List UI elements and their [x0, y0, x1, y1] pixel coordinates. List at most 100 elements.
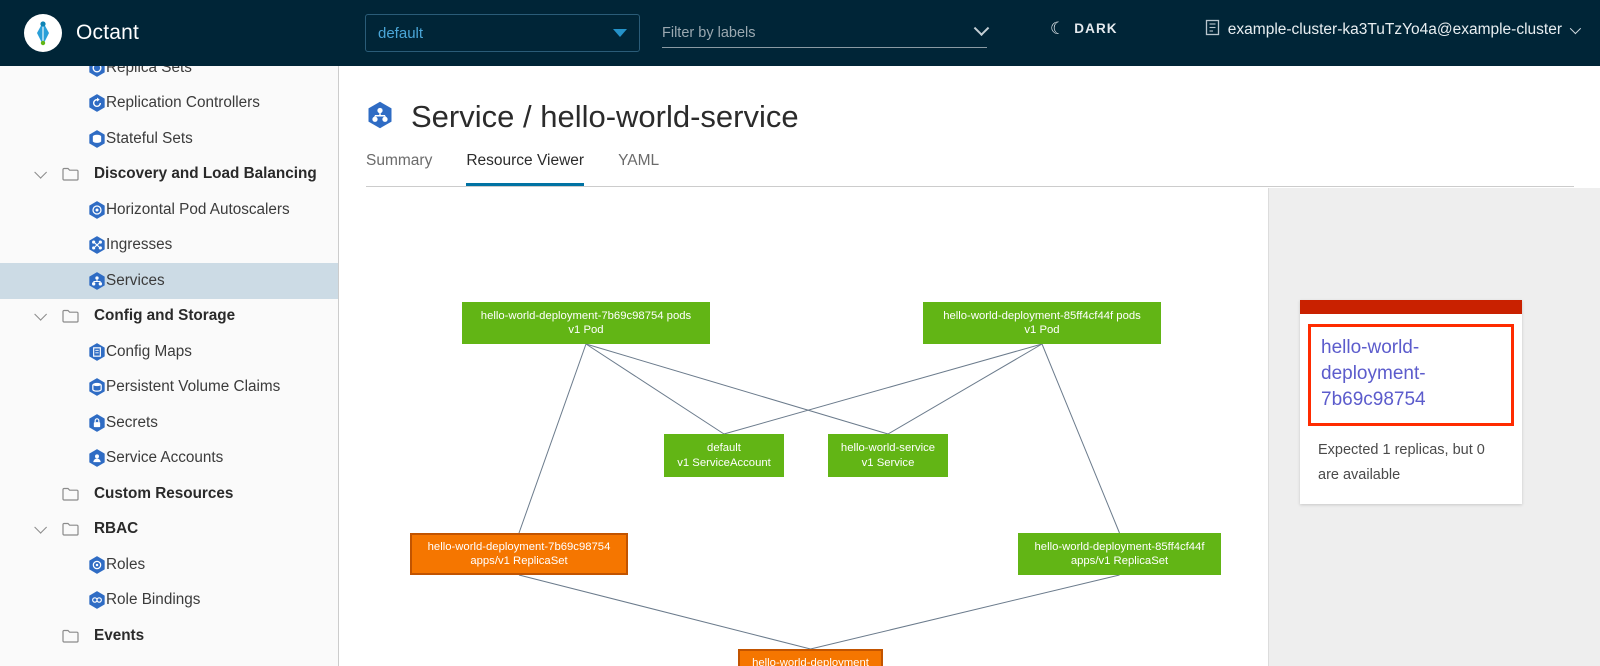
status-message: Expected 1 replicas, but 0 are available — [1318, 442, 1485, 483]
graph-node-serviceaccount[interactable]: default v1 ServiceAccount — [664, 434, 784, 477]
sidebar-item-label: Ingresses — [106, 236, 173, 254]
sidebar-item-label: Events — [94, 626, 145, 644]
k8s-rolebinding-icon — [87, 590, 107, 610]
page-title-text: Service / hello-world-service — [411, 99, 799, 134]
label-filter-input[interactable]: Filter by labels — [662, 18, 990, 48]
sidebar-item-label: Replication Controllers — [106, 94, 260, 112]
chevron-down-icon — [973, 20, 990, 37]
graph-edge — [518, 574, 811, 650]
graph-node-kind: v1 Service — [861, 456, 915, 469]
graph-node-service[interactable]: hello-world-service v1 Service — [828, 434, 948, 477]
sidebar-item-label: Config and Storage — [94, 307, 236, 325]
sidebar-item-ingresses[interactable]: Ingresses — [0, 228, 338, 264]
sidebar-item-persistent-volume-claims[interactable]: Persistent Volume Claims — [0, 370, 338, 406]
sidebar-item-label: Horizontal Pod Autoscalers — [106, 200, 290, 218]
sidebar-item-label: Role Bindings — [106, 591, 201, 609]
graph-node-kind: v1 Pod — [1024, 324, 1060, 336]
graph-node-rs-85ff[interactable]: hello-world-deployment-85ff4cf44f apps/v1… — [1018, 533, 1221, 575]
sidebar-item-label: RBAC — [94, 520, 139, 538]
cluster-name: example-cluster-ka3TuTzYo4a@example-clus… — [1227, 21, 1562, 38]
namespace-value: default — [378, 24, 424, 42]
k8s-role-icon — [87, 555, 107, 575]
sidebar-item-custom-resources[interactable]: Custom Resources — [0, 476, 338, 512]
folder-icon — [62, 629, 79, 643]
sidebar-item-label: Discovery and Load Balancing — [94, 165, 317, 183]
graph-node-title: hello-world-deployment-7b69c98754 — [427, 540, 611, 553]
sidebar-item-config-and-storage[interactable]: Config and Storage — [0, 299, 338, 335]
graph-node-title: hello-world-deployment — [752, 656, 869, 666]
selected-resource-box[interactable]: hello-world-deployment-7b69c98754 — [1308, 324, 1514, 426]
graph-node-title: default — [707, 442, 741, 454]
graph-node-kind: apps/v1 ReplicaSet — [1070, 555, 1169, 567]
k8s-replicaset-icon — [87, 66, 107, 78]
chevron-down-icon — [613, 29, 627, 37]
sidebar-item-stateful-sets[interactable]: Stateful Sets — [0, 121, 338, 157]
sidebar-item-service-accounts[interactable]: Service Accounts — [0, 441, 338, 477]
sidebar-item-role-bindings[interactable]: Role Bindings — [0, 583, 338, 619]
detail-panel: hello-world-deployment-7b69c98754 Expect… — [1268, 188, 1600, 666]
brand[interactable]: Octant — [24, 14, 139, 52]
sidebar-item-discovery-and-load-balancing[interactable]: Discovery and Load Balancing — [0, 157, 338, 193]
graph-node-deployment[interactable]: hello-world-deploymentapps/v1 Deployment — [738, 649, 883, 666]
graph-edge — [887, 343, 1043, 435]
graph-node-title: hello-world-deployment-85ff4cf44f — [1034, 540, 1205, 553]
detail-card: hello-world-deployment-7b69c98754 Expect… — [1300, 300, 1522, 504]
sidebar-item-horizontal-pod-autoscalers[interactable]: Horizontal Pod Autoscalers — [0, 192, 338, 228]
sidebar-item-label: Stateful Sets — [106, 129, 193, 147]
sidebar-item-rbac[interactable]: RBAC — [0, 512, 338, 548]
graph-edge — [585, 343, 725, 435]
folder-icon — [62, 487, 79, 501]
status-bar — [1300, 300, 1522, 314]
app-header: Octant default Filter by labels ☾ DARK — [0, 0, 1600, 66]
sidebar-item-label: Services — [106, 271, 165, 289]
theme-toggle-button[interactable]: ☾ DARK — [1050, 20, 1118, 37]
k8s-hpa-icon — [87, 200, 107, 220]
sidebar-item-secrets[interactable]: Secrets — [0, 405, 338, 441]
octant-logo-icon — [24, 14, 62, 52]
graph-node-rs-7b69[interactable]: hello-world-deployment-7b69c98754 apps/v1… — [410, 533, 628, 575]
graph-node-kind: v1 Pod — [568, 324, 604, 336]
selected-resource-link[interactable]: hello-world-deployment-7b69c98754 — [1321, 337, 1426, 410]
sidebar-item-services[interactable]: Services — [0, 263, 338, 299]
chevron-down-icon[interactable] — [34, 165, 47, 179]
chevron-down-icon[interactable] — [34, 307, 47, 321]
cluster-icon — [1205, 19, 1220, 41]
chevron-down-icon — [1569, 22, 1582, 35]
sidebar-item-events[interactable]: Events — [0, 618, 338, 654]
sidebar-item-roles[interactable]: Roles — [0, 547, 338, 583]
k8s-service-icon — [365, 100, 395, 135]
k8s-ingress-icon — [87, 235, 107, 255]
graph-node-kind: v1 ServiceAccount — [677, 456, 771, 469]
graph-edge — [1041, 343, 1120, 534]
moon-icon: ☾ — [1050, 19, 1066, 38]
graph-node-title: hello-world-service — [840, 442, 936, 454]
sidebar-item-label: Replica Sets — [106, 66, 192, 76]
tab-summary[interactable]: Summary — [366, 152, 433, 169]
tab-resource-viewer[interactable]: Resource Viewer — [466, 152, 585, 186]
graph-node-kind: apps/v1 ReplicaSet — [470, 555, 568, 567]
cluster-selector[interactable]: example-cluster-ka3TuTzYo4a@example-clus… — [1205, 19, 1582, 41]
chevron-down-icon[interactable] — [34, 520, 47, 534]
sidebar-item-replication-controllers[interactable]: Replication Controllers — [0, 86, 338, 122]
k8s-replicationcontroller-icon — [87, 93, 107, 113]
folder-icon — [62, 522, 79, 536]
sidebar-item-replica-sets[interactable]: Replica Sets — [0, 66, 338, 86]
graph-edge — [585, 343, 889, 435]
tab-bar: Summary Resource Viewer YAML — [366, 152, 1574, 187]
folder-icon — [62, 309, 79, 323]
tab-yaml[interactable]: YAML — [618, 152, 660, 169]
graph-edge — [723, 343, 1043, 435]
k8s-configmap-icon — [87, 342, 107, 362]
label-filter-placeholder: Filter by labels — [662, 24, 756, 41]
k8s-pvc-icon — [87, 377, 107, 397]
graph-edge — [518, 343, 587, 534]
namespace-select[interactable]: default — [365, 14, 640, 52]
main-content: Service / hello-world-service Summary Re… — [340, 66, 1600, 666]
sidebar-item-config-maps[interactable]: Config Maps — [0, 334, 338, 370]
k8s-secret-icon — [87, 413, 107, 433]
sidebar-item-label: Secrets — [106, 413, 158, 431]
